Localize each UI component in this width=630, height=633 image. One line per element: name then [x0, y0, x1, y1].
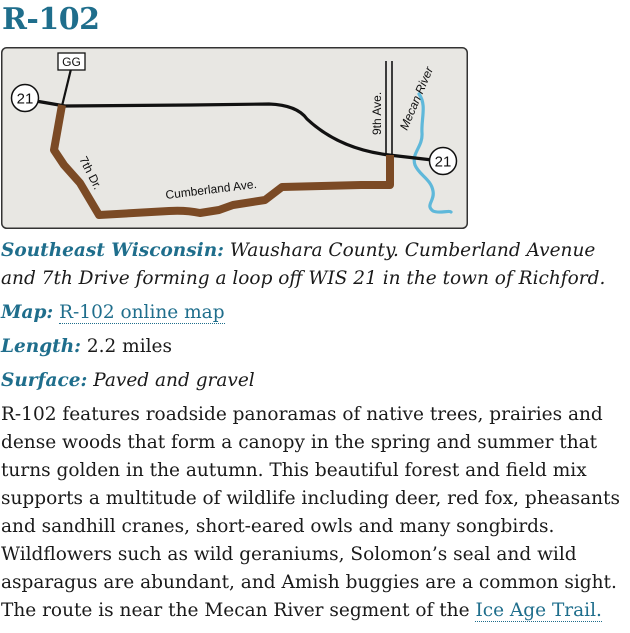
- mecan-river: [412, 92, 453, 214]
- route-21-shield-left: [10, 83, 40, 113]
- route-loop: [50, 104, 394, 219]
- map-label: Map:: [1, 302, 54, 323]
- length-value: 2.2 miles: [81, 336, 173, 357]
- location-line: Southeast Wisconsin: Waushara County. Cu…: [1, 237, 623, 293]
- location-text: Waushara County. Cumberland Avenue and 7…: [1, 240, 606, 289]
- surface-value: Paved and gravel: [87, 370, 255, 391]
- wis-21-road: [23, 97, 442, 163]
- route-info: Southeast Wisconsin: Waushara County. Cu…: [1, 237, 623, 625]
- county-gg-shield: [57, 52, 86, 71]
- county-gg-road: [60, 68, 73, 107]
- map-line: Map: R-102 online map: [1, 299, 623, 333]
- length-label: Length:: [1, 336, 81, 357]
- route-21-label-right: 21: [435, 154, 452, 171]
- description-text: R-102 features roadside panoramas of nat…: [1, 404, 620, 621]
- online-map-link[interactable]: R-102 online map: [59, 302, 225, 324]
- 9th-ave-label: 9th Ave.: [370, 92, 384, 135]
- length-line: Length: 2.2 miles: [1, 333, 623, 367]
- ice-age-trail-link[interactable]: Ice Age Trail.: [475, 600, 602, 622]
- route-21-label-left: 21: [17, 91, 34, 108]
- county-gg-label: GG: [62, 55, 81, 69]
- route-description: R-102 features roadside panoramas of nat…: [1, 401, 623, 625]
- route-title: R-102: [2, 2, 100, 37]
- route-21-shield-right: [428, 146, 458, 176]
- route-map: GG 21 21 7th Dr. Cumberland Ave. 9th Ave…: [1, 47, 468, 229]
- surface-label: Surface:: [1, 370, 88, 391]
- location-label: Southeast Wisconsin:: [1, 240, 224, 261]
- surface-line: Surface: Paved and gravel: [1, 367, 623, 401]
